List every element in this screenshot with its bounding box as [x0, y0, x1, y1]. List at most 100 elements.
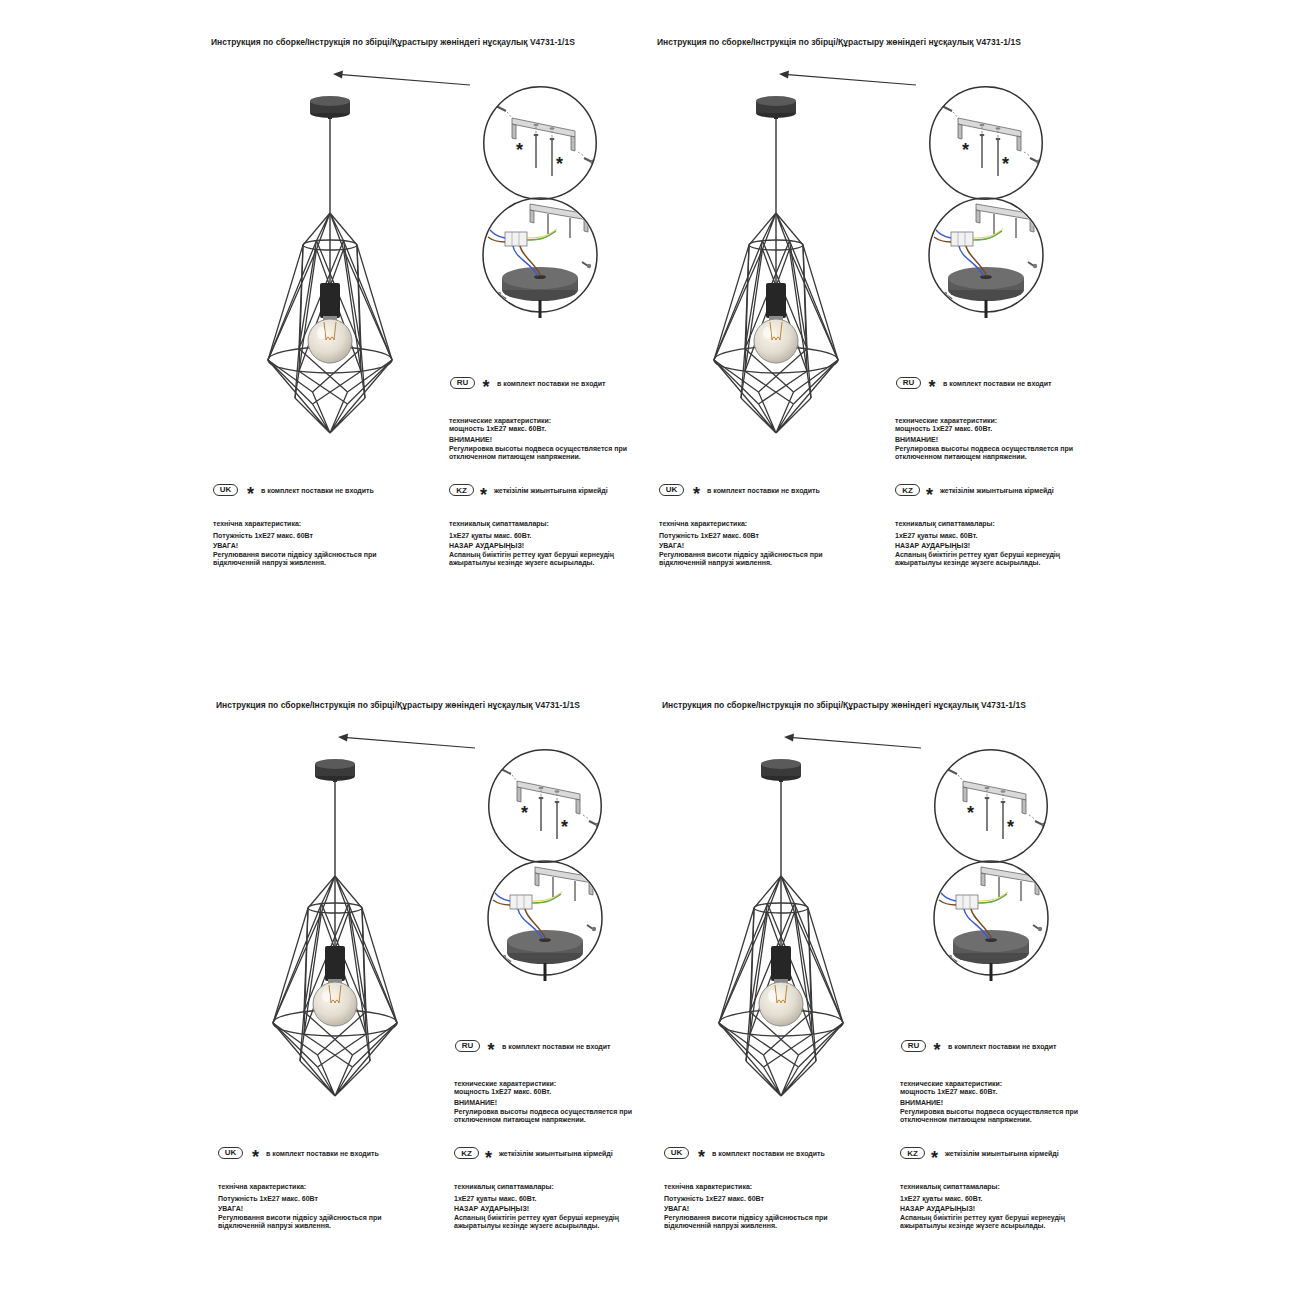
label-slot: Регулировка высоты подвеса осуществляетс… [454, 1108, 636, 1125]
warning-text: Регулювання висоти підвісу здійснюється … [218, 1214, 388, 1231]
label-slot: * [516, 141, 523, 159]
asterisk-mark: * [516, 141, 523, 159]
warning-heading: ВНИМАНИЕ! [895, 436, 938, 445]
label-slot: * [521, 804, 528, 822]
language-badge: RU [901, 1040, 926, 1052]
label-slot: мощность 1хE27 макс. 60Вт. [454, 1088, 551, 1097]
warning-heading: ВНИМАНИЕ! [900, 1099, 943, 1108]
circle-outline [483, 86, 597, 200]
label-slot: * [929, 378, 936, 396]
label-slot: технические характеристики: [895, 417, 997, 426]
language-badge: KZ [454, 1147, 479, 1159]
spec-heading: техникалық сипаттамалары: [900, 1183, 1000, 1192]
label-slot: ВНИМАНИЕ! [895, 436, 938, 445]
spec-heading: технічна характеристика: [664, 1183, 752, 1192]
spec-text: мощность 1хE27 макс. 60Вт. [449, 425, 546, 434]
instruction-title: Инструкция по сборке/Інструкція по збірц… [662, 700, 1026, 710]
spec-heading: техникалық сипаттамалары: [449, 520, 549, 529]
label-slot: техникалық сипаттамалары: [900, 1183, 1000, 1192]
label-slot: Инструкция по сборке/Інструкція по збірц… [216, 700, 580, 710]
label-slot: 1хE27 қуаты макс. 60Вт. [895, 532, 977, 541]
label-slot: Регулювання висоти підвісу здійснюється … [213, 551, 383, 568]
label-slot: Регулировка высоты подвеса осуществляетс… [449, 445, 631, 462]
label-slot: * [1007, 818, 1014, 836]
note-text: в комплект поставки не входить [707, 487, 820, 496]
spec-heading: технические характеристики: [895, 417, 997, 426]
language-code: UK [220, 485, 232, 494]
label-slot: Потужність 1хE27 макс. 60Вт [664, 1195, 764, 1204]
label-slot: техникалық сипаттамалары: [895, 520, 995, 529]
label-slot: ВНИМАНИЕ! [449, 436, 492, 445]
warning-heading: ВНИМАНИЕ! [454, 1099, 497, 1108]
label-slot: технічна характеристика: [664, 1183, 752, 1192]
note-text: в комплект поставки не входить [712, 1150, 825, 1159]
label-slot: Аспаның биіктігін реттеу қуат беруші кер… [895, 551, 1087, 568]
label-slot: НАЗАР АУДАРЫҢЫЗ! [449, 542, 524, 551]
label-slot: НАЗАР АУДАРЫҢЫЗ! [895, 542, 970, 551]
language-code: KZ [456, 486, 467, 495]
detail-circle: ** [934, 749, 1048, 863]
language-badge: KZ [900, 1147, 925, 1159]
circle-outline [488, 749, 602, 863]
spec-text: 1хE27 қуаты макс. 60Вт. [900, 1195, 982, 1204]
label-slot: НАЗАР АУДАРЫҢЫЗ! [900, 1205, 975, 1214]
label-slot: * [693, 485, 700, 503]
language-badge: UK [213, 484, 238, 496]
language-code: RU [908, 1041, 920, 1050]
label-slot: * [556, 155, 563, 173]
asterisk-mark: * [556, 155, 563, 173]
label-slot: жеткізілім жиынтығына кірмейді [499, 1150, 613, 1159]
label-slot: ВНИМАНИЕ! [900, 1099, 943, 1108]
asterisk-mark: * [1002, 155, 1009, 173]
spec-heading: техникалық сипаттамалары: [454, 1183, 554, 1192]
label-slot: * [967, 804, 974, 822]
label-slot: мощность 1хE27 макс. 60Вт. [900, 1088, 997, 1097]
label-slot: Аспаның биіктігін реттеу қуат беруші кер… [449, 551, 641, 568]
panel-artwork [268, 71, 597, 434]
spec-heading: технічна характеристика: [218, 1183, 306, 1192]
asterisk-mark: * [480, 486, 487, 504]
label-slot: Аспаның биіктігін реттеу қуат беруші кер… [900, 1214, 1092, 1231]
warning-heading: НАЗАР АУДАРЫҢЫЗ! [895, 542, 970, 551]
label-slot: техникалық сипаттамалары: [449, 520, 549, 529]
label-slot: в комплект поставки не входит [943, 380, 1052, 389]
warning-heading: НАЗАР АУДАРЫҢЫЗ! [900, 1205, 975, 1214]
label-slot: в комплект поставки не входить [712, 1150, 825, 1159]
label-slot: технічна характеристика: [218, 1183, 306, 1192]
label-slot: Потужність 1хE27 макс. 60Вт [659, 532, 759, 541]
warning-text: Регулировка высоты подвеса осуществляетс… [454, 1108, 636, 1125]
language-code: KZ [907, 1149, 918, 1158]
warning-heading: УВАГА! [218, 1205, 243, 1214]
label-slot: * [480, 486, 487, 504]
label-slot: Инструкция по сборке/Інструкція по збірц… [662, 700, 1026, 710]
label-slot: * [485, 1149, 492, 1167]
note-text: в комплект поставки не входить [266, 1150, 379, 1159]
label-slot: мощность 1хE27 макс. 60Вт. [449, 425, 546, 434]
instruction-title: Инструкция по сборке/Інструкція по збірц… [657, 37, 1021, 47]
asterisk-mark: * [483, 378, 490, 396]
label-slot: УВАГА! [213, 542, 238, 551]
note-text: жеткізілім жиынтығына кірмейді [499, 1150, 613, 1159]
label-slot: жеткізілім жиынтығына кірмейді [940, 487, 1054, 496]
note-text: жеткізілім жиынтығына кірмейді [494, 487, 608, 496]
spec-text: 1хE27 қуаты макс. 60Вт. [895, 532, 977, 541]
label-slot: 1хE27 қуаты макс. 60Вт. [449, 532, 531, 541]
label-slot: 1хE27 қуаты макс. 60Вт. [454, 1195, 536, 1204]
detail-circle: ** [483, 86, 597, 200]
label-slot: технические характеристики: [900, 1080, 1002, 1089]
note-text: в комплект поставки не входит [497, 380, 606, 389]
label-slot: * [561, 818, 568, 836]
circle-outline [929, 86, 1043, 200]
asterisk-mark: * [931, 1149, 938, 1167]
spec-heading: технические характеристики: [900, 1080, 1002, 1089]
asterisk-mark: * [252, 1148, 259, 1166]
detail-circle: ** [488, 749, 602, 863]
warning-text: Регулировка высоты подвеса осуществляетс… [895, 445, 1077, 462]
spec-text: мощность 1хE27 макс. 60Вт. [900, 1088, 997, 1097]
asterisk-mark: * [247, 485, 254, 503]
instruction-title: Инструкция по сборке/Інструкція по збірц… [211, 37, 575, 47]
note-text: жеткізілім жиынтығына кірмейді [945, 1150, 1059, 1159]
warning-heading: УВАГА! [659, 542, 684, 551]
asterisk-mark: * [926, 486, 933, 504]
